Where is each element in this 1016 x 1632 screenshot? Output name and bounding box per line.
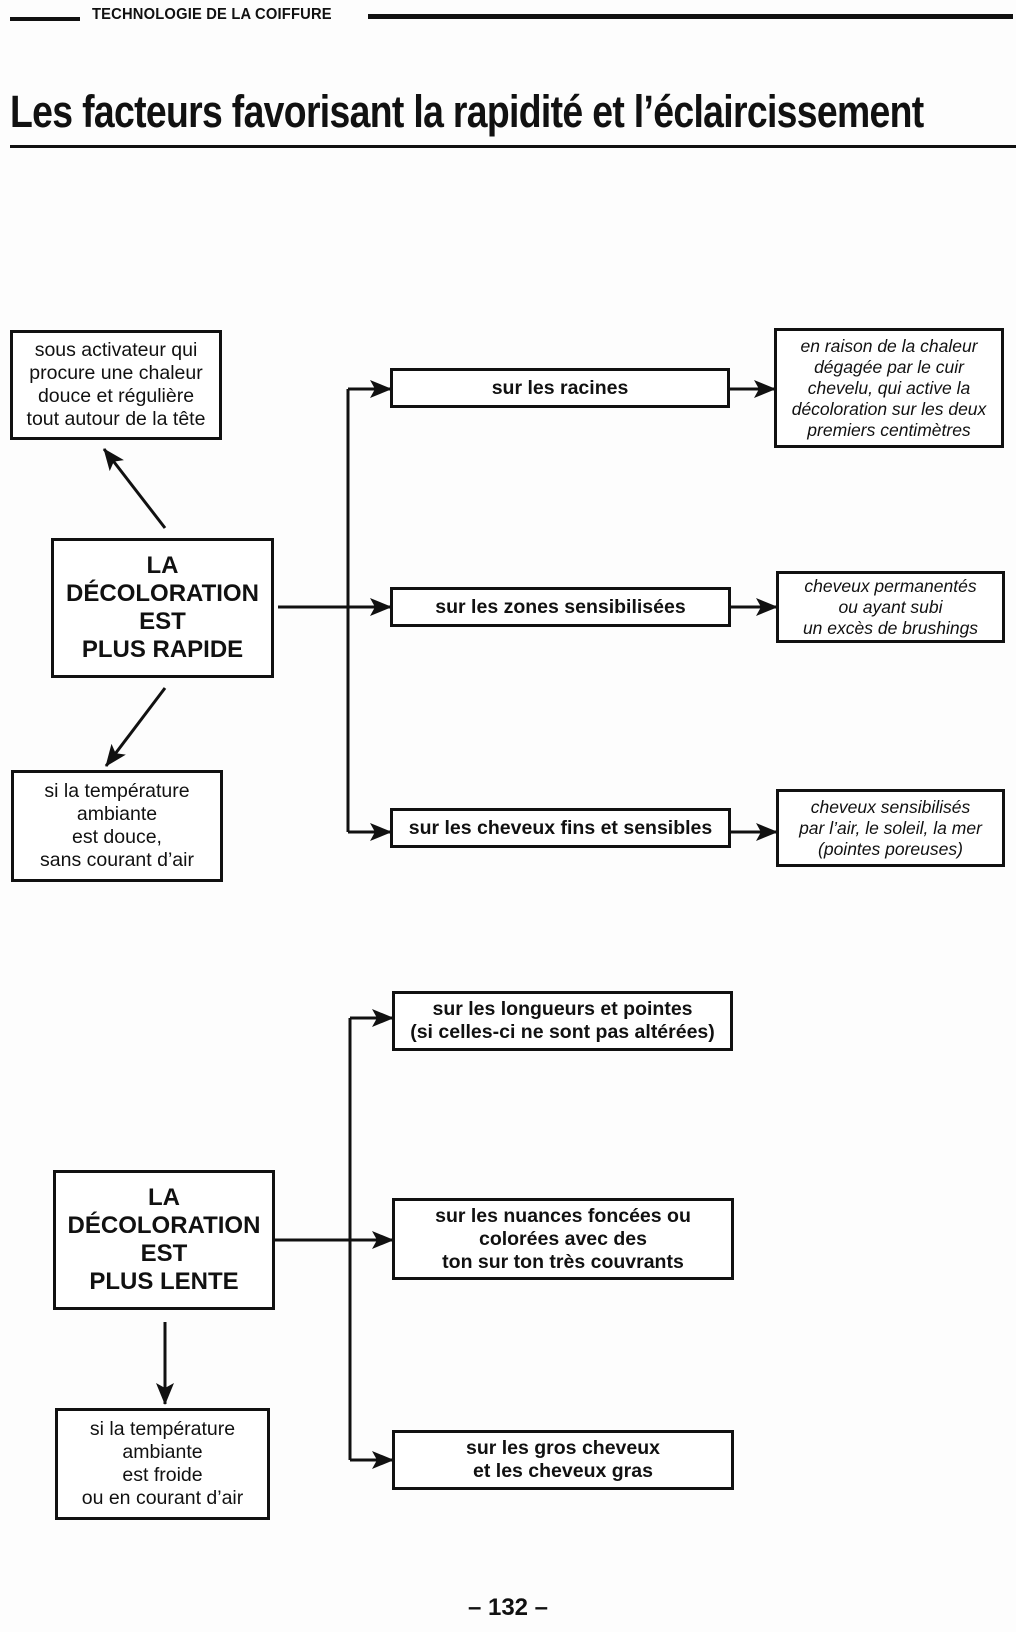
page-number: – 132 – — [467, 1594, 549, 1621]
branch-fins-box: sur les cheveux fins et sensibles — [390, 808, 731, 848]
branch-longueurs-label: sur les longueurs et pointes (si celles-… — [410, 998, 715, 1043]
cold-temperature-text: si la température ambiante est froide ou… — [81, 1418, 244, 1509]
faster-main-box: LA DÉCOLORATION EST PLUS RAPIDE — [51, 538, 274, 678]
branch-longueurs-box: sur les longueurs et pointes (si celles-… — [392, 991, 733, 1051]
racines-explanation-text: en raison de la chaleur dégagée par le c… — [791, 335, 987, 440]
branch-gros-label: sur les gros cheveux et les cheveux gras — [465, 1437, 660, 1482]
slower-main-box: LA DÉCOLORATION EST PLUS LENTE — [53, 1170, 275, 1310]
branch-zones-box: sur les zones sensibilisées — [390, 587, 731, 627]
racines-explanation-box: en raison de la chaleur dégagée par le c… — [774, 328, 1004, 448]
zones-explanation-box: cheveux permanentés ou ayant subi un exc… — [776, 571, 1005, 643]
arrow-to-temperature-mild — [104, 687, 167, 767]
fins-explanation-box: cheveux sensibilisés par l’air, le solei… — [776, 789, 1005, 867]
section-label: TECHNOLOGIE DE LA COIFFURE — [92, 6, 332, 23]
branch-fins-label: sur les cheveux fins et sensibles — [408, 816, 713, 839]
fins-explanation-text: cheveux sensibilisés par l’air, le solei… — [799, 796, 982, 859]
arrow-to-activator — [102, 448, 167, 529]
title-rule — [10, 145, 1016, 148]
activator-condition-text: sous activateur qui procure une chaleur … — [26, 339, 206, 430]
branch-zones-label: sur les zones sensibilisées — [435, 595, 686, 618]
faster-main-text: LA DÉCOLORATION EST PLUS RAPIDE — [66, 552, 259, 663]
branch-racines-label: sur les racines — [491, 376, 629, 399]
slower-main-text: LA DÉCOLORATION EST PLUS LENTE — [67, 1184, 261, 1295]
branch-nuances-label: sur les nuances foncées ou colorées avec… — [435, 1204, 691, 1273]
mild-temperature-text: si la température ambiante est douce, sa… — [40, 780, 194, 871]
header-rule-left — [10, 17, 80, 21]
branch-nuances-box: sur les nuances foncées ou colorées avec… — [392, 1198, 734, 1280]
activator-condition-box: sous activateur qui procure une chaleur … — [10, 330, 222, 440]
header-rule-right — [368, 14, 1013, 19]
mild-temperature-box: si la température ambiante est douce, sa… — [11, 770, 223, 882]
page-title: Les facteurs favorisant la rapidité et l… — [10, 86, 924, 137]
cold-temperature-box: si la température ambiante est froide ou… — [55, 1408, 270, 1520]
zones-explanation-text: cheveux permanentés ou ayant subi un exc… — [802, 575, 979, 638]
branch-gros-box: sur les gros cheveux et les cheveux gras — [392, 1430, 734, 1490]
branch-racines-box: sur les racines — [390, 368, 730, 408]
